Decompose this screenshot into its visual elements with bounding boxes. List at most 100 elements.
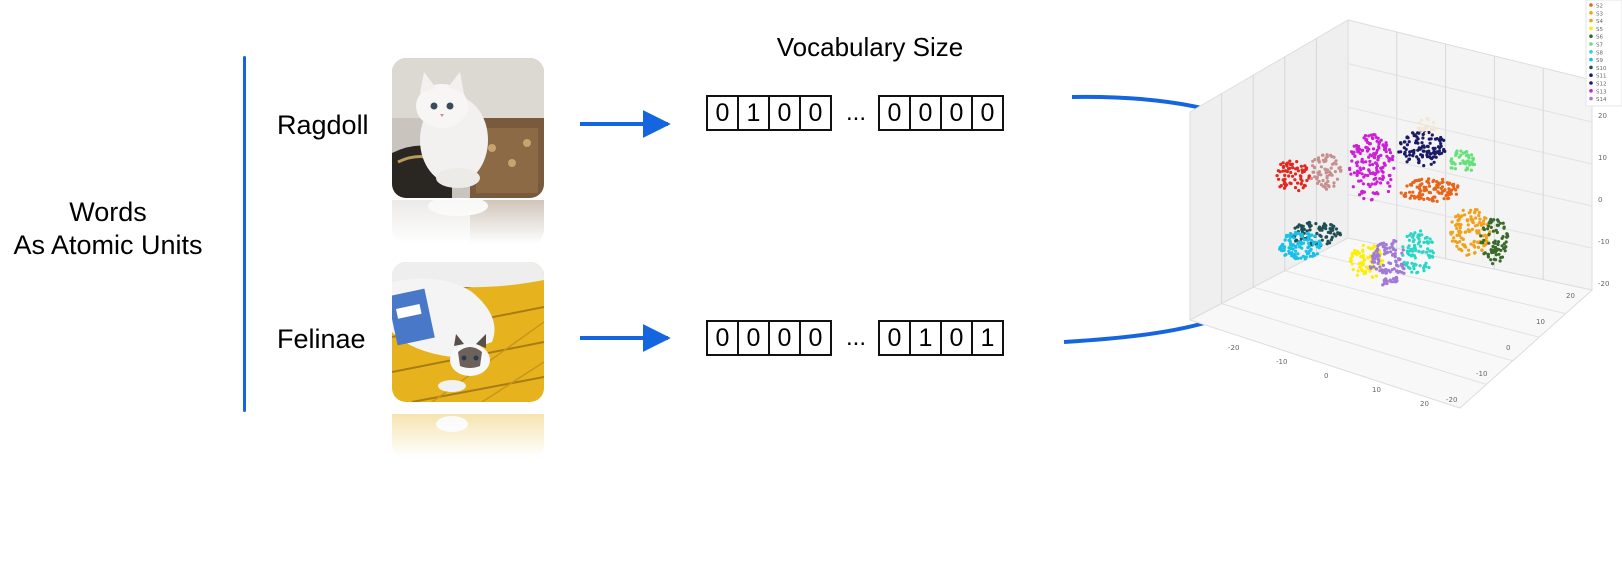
- plot-point: [1351, 268, 1355, 272]
- plot-point: [1349, 172, 1353, 176]
- legend-marker: [1589, 11, 1593, 15]
- plot-point: [1412, 243, 1417, 247]
- plot-point: [1416, 148, 1420, 152]
- vector-cell: 0: [799, 95, 832, 131]
- plot-point: [1440, 189, 1444, 193]
- plot-point: [1275, 174, 1279, 178]
- y-tick-label: -10: [1476, 370, 1487, 378]
- plot-point: [1290, 243, 1294, 248]
- plot-point: [1395, 263, 1399, 268]
- plot-point: [1324, 187, 1329, 191]
- plot-point: [1393, 255, 1397, 259]
- plot-point: [1446, 193, 1450, 197]
- plot-point: [1419, 196, 1423, 200]
- plot-point: [1303, 238, 1307, 242]
- plot-point: [1379, 181, 1383, 185]
- plot-point: [1318, 233, 1322, 237]
- plot-point: [1374, 135, 1378, 139]
- legend-marker: [1589, 81, 1593, 85]
- x-tick-label: -10: [1276, 358, 1287, 366]
- plot-point: [1350, 159, 1354, 163]
- plot-point: [1458, 226, 1462, 230]
- plot-point: [1419, 229, 1423, 233]
- plot-point: [1358, 166, 1362, 170]
- plot-point: [1307, 176, 1311, 180]
- plot-point: [1328, 173, 1332, 177]
- left-title-line1: Words: [69, 197, 147, 227]
- plot-point: [1469, 162, 1473, 166]
- plot-point: [1283, 173, 1287, 177]
- plot-point: [1315, 252, 1320, 256]
- legend-marker: [1589, 57, 1593, 62]
- plot-point: [1362, 166, 1366, 170]
- plot-point: [1394, 248, 1398, 252]
- y-tick-label: -20: [1446, 396, 1457, 404]
- plot-point: [1409, 194, 1414, 198]
- plot-point: [1438, 146, 1442, 150]
- plot-point: [1427, 190, 1431, 194]
- vocabulary-size-label: Vocabulary Size: [776, 32, 964, 62]
- plot-point: [1287, 174, 1291, 178]
- plot-point: [1338, 165, 1342, 169]
- plot-point: [1382, 241, 1386, 245]
- plot-point: [1332, 155, 1336, 159]
- plot-point: [1394, 279, 1398, 283]
- plot-point: [1390, 244, 1394, 248]
- plot-point: [1384, 243, 1388, 247]
- plot-point: [1433, 137, 1438, 141]
- plot-point: [1500, 244, 1504, 248]
- plot-point: [1319, 243, 1323, 247]
- plot-point: [1419, 244, 1423, 248]
- plot-point: [1359, 254, 1363, 259]
- x-tick-label: -20: [1228, 344, 1239, 352]
- plot-point: [1376, 261, 1380, 266]
- plot-point: [1381, 170, 1385, 174]
- plot-point: [1348, 167, 1352, 172]
- plot-point: [1355, 273, 1360, 277]
- plot-point: [1388, 184, 1392, 188]
- plot-point: [1375, 191, 1379, 195]
- plot-point: [1406, 251, 1410, 255]
- plot-point: [1381, 263, 1385, 267]
- plot-point: [1307, 241, 1311, 245]
- plot-point: [1425, 250, 1429, 254]
- plot-point: [1338, 233, 1342, 237]
- plot-point: [1446, 197, 1450, 201]
- plot-point: [1332, 224, 1336, 228]
- plot-point: [1487, 232, 1491, 236]
- plot-point: [1401, 253, 1405, 257]
- plot-point: [1417, 131, 1421, 135]
- plot-point: [1411, 235, 1415, 239]
- plot-point: [1320, 238, 1324, 242]
- left-title: Words As Atomic Units: [0, 196, 216, 262]
- plot-point: [1431, 179, 1435, 184]
- plot-point: [1492, 218, 1496, 222]
- y-tick-label: 0: [1506, 344, 1510, 352]
- plot-point: [1288, 240, 1293, 245]
- plot-point: [1299, 240, 1303, 244]
- plot-point: [1372, 244, 1376, 248]
- plot-point: [1287, 167, 1291, 171]
- plot-point: [1388, 270, 1392, 274]
- plot-point: [1421, 193, 1425, 197]
- legend-marker: [1589, 65, 1593, 70]
- plot-point: [1308, 228, 1312, 232]
- plot-point: [1359, 179, 1363, 183]
- plot-point: [1466, 154, 1470, 158]
- plot-point: [1461, 151, 1465, 155]
- plot-point: [1457, 232, 1461, 236]
- plot-point: [1463, 230, 1467, 234]
- plot-point: [1294, 239, 1298, 243]
- plot-point: [1316, 158, 1321, 162]
- plot-point: [1431, 120, 1436, 124]
- vector-cell: 0: [706, 320, 739, 356]
- plot-point: [1392, 238, 1396, 243]
- plot-point: [1294, 249, 1298, 253]
- legend-marker: [1589, 3, 1593, 7]
- plot-point: [1399, 191, 1403, 195]
- plot-point: [1388, 151, 1393, 155]
- plot-point: [1415, 271, 1419, 275]
- plot-point: [1419, 189, 1423, 193]
- plot-point: [1412, 267, 1416, 271]
- z-tick-label: -10: [1598, 238, 1609, 246]
